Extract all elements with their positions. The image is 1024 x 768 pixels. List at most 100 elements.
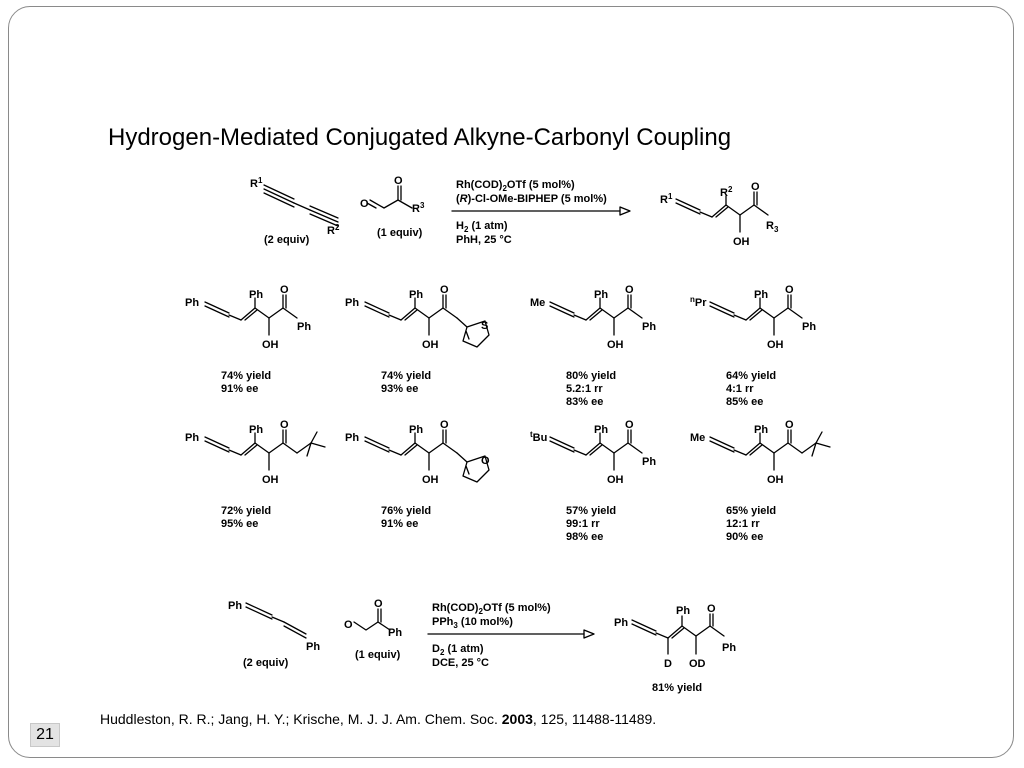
svg-text:O: O — [280, 419, 289, 431]
svg-text:Ph: Ph — [249, 289, 263, 301]
svg-text:S: S — [481, 320, 488, 332]
svg-text:O: O — [785, 284, 794, 296]
svg-text:5.2:1 rr: 5.2:1 rr — [566, 383, 603, 395]
svg-text:O: O — [625, 284, 634, 296]
svg-text:R1: R1 — [660, 192, 673, 206]
svg-text:DCE, 25 °C: DCE, 25 °C — [432, 657, 489, 669]
svg-text:R2: R2 — [327, 223, 340, 237]
svg-text:98% ee: 98% ee — [566, 531, 603, 543]
svg-text:12:1 rr: 12:1 rr — [726, 518, 760, 530]
svg-text:Ph: Ph — [594, 289, 608, 301]
svg-text:Me: Me — [690, 432, 705, 444]
svg-text:O: O — [440, 419, 449, 431]
svg-text:Rh(COD)2OTf (5 mol%): Rh(COD)2OTf (5 mol%) — [456, 179, 575, 193]
general-product: R1 R2 OH O R3 — [660, 181, 779, 248]
svg-text:95% ee: 95% ee — [221, 518, 258, 530]
svg-text:90% ee: 90% ee — [726, 531, 763, 543]
svg-text:Ph: Ph — [185, 432, 199, 444]
svg-text:OH: OH — [767, 339, 784, 351]
svg-text:H2 (1 atm): H2 (1 atm) — [456, 220, 508, 234]
svg-text:O: O — [707, 603, 716, 615]
conditions-2: Rh(COD)2OTf (5 mol%) PPh3 (10 mol%) D2 (… — [427, 602, 595, 669]
svg-text:74% yield: 74% yield — [381, 370, 431, 382]
svg-text:Ph: Ph — [249, 424, 263, 436]
svg-text:R2: R2 — [720, 185, 733, 199]
diphenyl-diyne: Ph Ph (2 equiv) — [228, 600, 320, 669]
diyne-equiv: (2 equiv) — [264, 234, 310, 246]
svg-text:D: D — [664, 658, 672, 670]
svg-text:R3: R3 — [766, 220, 779, 234]
svg-text:O: O — [394, 175, 403, 187]
svg-text:Ph: Ph — [297, 321, 311, 333]
svg-text:O: O — [751, 181, 760, 193]
svg-text:nPr: nPr — [690, 295, 707, 309]
svg-text:R3: R3 — [412, 201, 425, 215]
svg-text:Rh(COD)2OTf (5 mol%): Rh(COD)2OTf (5 mol%) — [432, 602, 551, 616]
svg-text:Ph: Ph — [185, 297, 199, 309]
svg-text:O: O — [374, 598, 383, 610]
svg-text:(R)-Cl-OMe-BIPHEP (5 mol%): (R)-Cl-OMe-BIPHEP (5 mol%) — [456, 193, 607, 205]
svg-text:64% yield: 64% yield — [726, 370, 776, 382]
svg-text:Ph: Ph — [754, 424, 768, 436]
svg-text:O: O — [785, 419, 794, 431]
citation: Huddleston, R. R.; Jang, H. Y.; Krische,… — [100, 711, 657, 727]
svg-text:Me: Me — [530, 297, 545, 309]
svg-text:OD: OD — [689, 658, 706, 670]
svg-text:85% ee: 85% ee — [726, 396, 763, 408]
svg-text:Ph: Ph — [345, 432, 359, 444]
svg-text:Ph: Ph — [388, 627, 402, 639]
svg-text:OH: OH — [422, 339, 439, 351]
svg-text:Ph: Ph — [409, 289, 423, 301]
diyne-reactant: R1 R2 (2 equiv) — [250, 176, 340, 246]
svg-text:OH: OH — [422, 474, 439, 486]
svg-text:Ph: Ph — [642, 456, 656, 468]
svg-text:72% yield: 72% yield — [221, 505, 271, 517]
svg-text:Ph: Ph — [345, 297, 359, 309]
slide-frame — [8, 6, 1014, 758]
svg-text:O: O — [481, 455, 490, 467]
conditions-1: Rh(COD)2OTf (5 mol%) (R)-Cl-OMe-BIPHEP (… — [451, 179, 631, 246]
svg-text:OH: OH — [607, 339, 624, 351]
svg-text:99:1 rr: 99:1 rr — [566, 518, 600, 530]
svg-text:R1: R1 — [250, 176, 263, 190]
svg-text:O: O — [344, 619, 353, 631]
svg-text:tBu: tBu — [530, 430, 547, 444]
svg-text:Ph: Ph — [754, 289, 768, 301]
phenylglyoxal: O O Ph (1 equiv) — [344, 598, 402, 661]
svg-text:Ph: Ph — [228, 600, 242, 612]
svg-text:65% yield: 65% yield — [726, 505, 776, 517]
carbonyl-equiv: (1 equiv) — [377, 227, 423, 239]
svg-text:PPh3 (10 mol%): PPh3 (10 mol%) — [432, 616, 513, 630]
diyne-equiv-2: (2 equiv) — [243, 657, 289, 669]
svg-text:O: O — [440, 284, 449, 296]
svg-text:83% ee: 83% ee — [566, 396, 603, 408]
slide-title: Hydrogen-Mediated Conjugated Alkyne-Carb… — [108, 124, 732, 151]
svg-text:Ph: Ph — [676, 605, 690, 617]
svg-text:Ph: Ph — [306, 641, 320, 653]
svg-text:Ph: Ph — [642, 321, 656, 333]
svg-text:OH: OH — [262, 339, 279, 351]
product-yield: 81% yield — [652, 682, 702, 694]
svg-text:74% yield: 74% yield — [221, 370, 271, 382]
svg-text:4:1 rr: 4:1 rr — [726, 383, 754, 395]
svg-text:91% ee: 91% ee — [221, 383, 258, 395]
svg-text:O: O — [360, 198, 369, 210]
svg-text:Ph: Ph — [614, 617, 628, 629]
svg-text:OH: OH — [733, 236, 750, 248]
svg-text:OH: OH — [262, 474, 279, 486]
svg-text:PhH, 25 °C: PhH, 25 °C — [456, 234, 512, 246]
svg-text:O: O — [280, 284, 289, 296]
svg-text:OH: OH — [607, 474, 624, 486]
svg-text:D2 (1 atm): D2 (1 atm) — [432, 643, 484, 657]
page-number: 21 — [30, 723, 60, 747]
svg-text:OH: OH — [767, 474, 784, 486]
